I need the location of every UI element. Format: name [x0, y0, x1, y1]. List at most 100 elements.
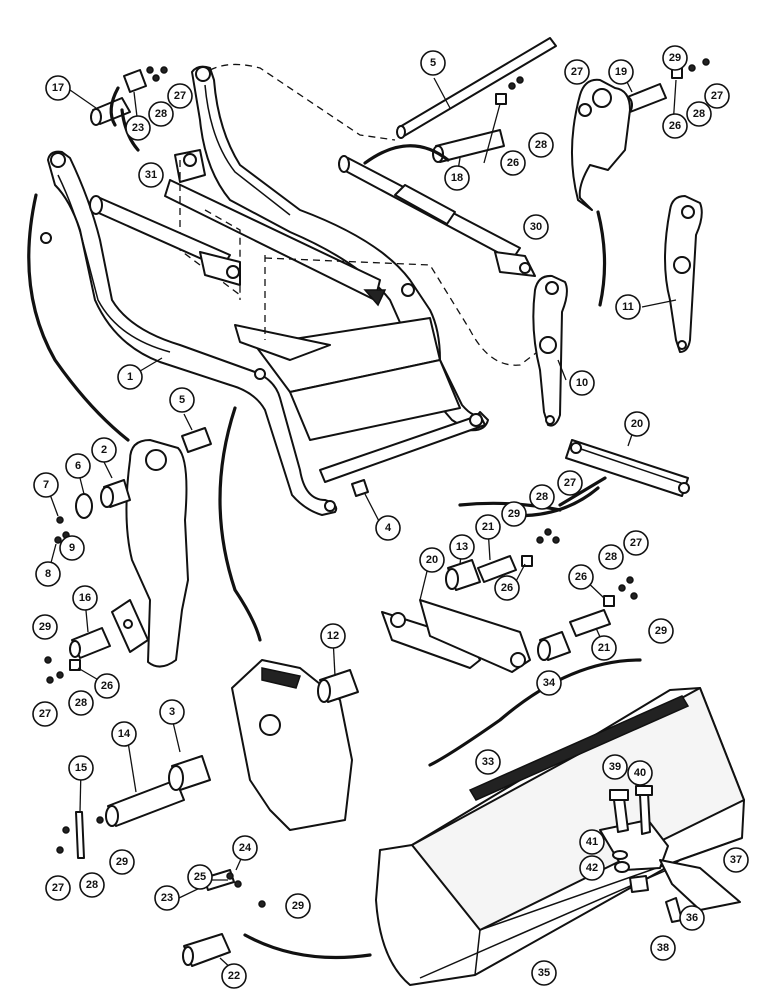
callout-38: 38 — [650, 935, 676, 961]
callout-label: 28 — [155, 108, 167, 120]
callout-28g: 28 — [79, 872, 105, 898]
callout-label: 6 — [75, 460, 81, 472]
callout-label: 20 — [631, 418, 643, 430]
callout-2: 2 — [91, 437, 117, 463]
callout-circle — [501, 501, 527, 527]
callout-label: 29 — [116, 856, 128, 868]
callout-circle — [94, 673, 120, 699]
link-10 — [532, 274, 568, 427]
callout-circle — [536, 670, 562, 696]
callout-label: 14 — [118, 728, 131, 740]
callout-circle — [579, 855, 605, 881]
loader-frame — [40, 65, 489, 516]
callout-circle — [494, 575, 520, 601]
callout-34: 34 — [536, 670, 562, 696]
callout-label: 25 — [194, 871, 206, 883]
callout-label: 1 — [127, 371, 133, 383]
callout-label: 16 — [79, 592, 91, 604]
callout-circle — [608, 59, 634, 85]
callout-9: 9 — [59, 535, 85, 561]
callout-circle — [420, 50, 446, 76]
callout-circle — [79, 872, 105, 898]
callout-label: 33 — [482, 756, 494, 768]
pin-16 — [69, 627, 111, 659]
callout-label: 29 — [292, 900, 304, 912]
callout-circle — [704, 83, 730, 109]
callout-12: 12 — [320, 623, 346, 649]
callout-circle — [568, 564, 594, 590]
callout-circle — [109, 849, 135, 875]
bushing-5-lower — [181, 427, 212, 453]
callout-circle — [529, 484, 555, 510]
callout-label: 41 — [586, 836, 598, 848]
callout-label: 28 — [535, 139, 547, 151]
callout-14: 14 — [111, 721, 137, 747]
callout-28c: 28 — [148, 101, 174, 127]
assembly-arc — [243, 933, 372, 960]
pin-14 — [105, 779, 185, 827]
callout-28b: 28 — [686, 101, 712, 127]
callout-label: 40 — [634, 767, 646, 779]
callout-circle — [117, 364, 143, 390]
link-20-top — [565, 439, 690, 497]
callout-label: 21 — [482, 521, 494, 533]
left-hydraulic-cylinder — [89, 195, 241, 286]
bushing-34 — [537, 631, 571, 661]
callout-circle — [449, 534, 475, 560]
callout-circle — [523, 214, 549, 240]
assembly-arc — [109, 86, 120, 127]
callout-circle — [569, 370, 595, 396]
callout-circle — [68, 755, 94, 781]
pin-18 — [432, 129, 505, 163]
callout-label: 29 — [655, 625, 667, 637]
callout-17: 17 — [45, 75, 71, 101]
callout-circle — [662, 45, 688, 71]
nuts-41-42 — [612, 850, 630, 873]
callout-label: 26 — [507, 157, 519, 169]
callout-label: 28 — [86, 879, 98, 891]
callout-label: 39 — [609, 761, 621, 773]
callout-group: 1234556789101112131415161718192020212122… — [32, 45, 749, 989]
callout-29c: 29 — [648, 618, 674, 644]
bushing-2 — [100, 479, 131, 508]
callout-4: 4 — [375, 515, 401, 541]
callout-15: 15 — [68, 755, 94, 781]
callout-3: 3 — [159, 699, 185, 725]
assembly-arc — [27, 193, 130, 442]
pin-21-upper — [477, 555, 517, 583]
callout-26b: 26 — [662, 113, 688, 139]
callout-circle — [615, 294, 641, 320]
callout-label: 10 — [576, 377, 588, 389]
callout-label: 26 — [669, 120, 681, 132]
callout-label: 29 — [39, 621, 51, 633]
link-20-lower — [381, 599, 531, 673]
callout-circle — [148, 101, 174, 127]
callout-label: 27 — [39, 708, 51, 720]
callout-label: 27 — [174, 90, 186, 102]
callout-23b: 23 — [154, 885, 180, 911]
assembly-arc — [218, 406, 262, 642]
callout-28d: 28 — [529, 484, 555, 510]
callout-label: 26 — [575, 571, 587, 583]
callout-37: 37 — [723, 847, 749, 873]
callout-circle — [627, 760, 653, 786]
callout-label: 23 — [132, 122, 144, 134]
callout-label: 8 — [45, 568, 51, 580]
callout-22: 22 — [221, 963, 247, 989]
callout-41: 41 — [579, 829, 605, 855]
callout-label: 27 — [711, 90, 723, 102]
callout-label: 7 — [43, 479, 49, 491]
callout-label: 4 — [385, 522, 392, 534]
callout-label: 3 — [169, 706, 175, 718]
callout-label: 38 — [657, 942, 669, 954]
callout-28f: 28 — [68, 690, 94, 716]
callout-circle — [475, 514, 501, 540]
callout-29e: 29 — [109, 849, 135, 875]
callout-label: 17 — [52, 82, 64, 94]
callout-circle — [221, 963, 247, 989]
callout-circle — [72, 585, 98, 611]
callout-circle — [650, 935, 676, 961]
bellcrank-top — [570, 78, 631, 211]
callout-circle — [167, 83, 193, 109]
callout-circle — [125, 115, 151, 141]
